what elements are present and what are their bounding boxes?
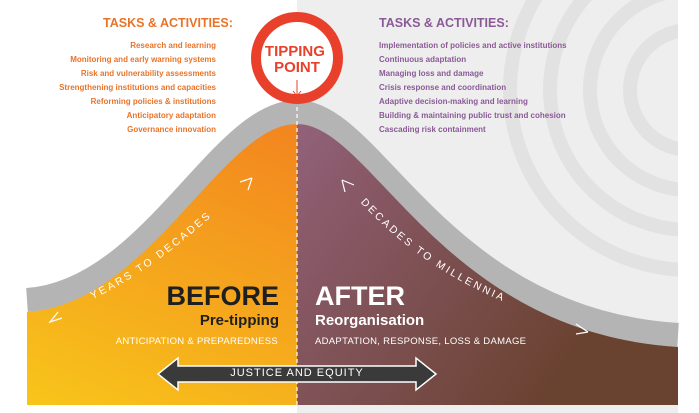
list-item: Implementation of policies and active in…: [379, 41, 567, 50]
list-item: Continuous adaptation: [379, 55, 467, 64]
list-item: Anticipatory adaptation: [126, 111, 216, 120]
curve-outline: [25, 99, 679, 347]
list-item: Strengthening institutions and capacitie…: [59, 83, 216, 92]
right-task-list: Implementation of policies and active in…: [379, 39, 567, 137]
down-arrow-icon: [292, 80, 302, 97]
tipping-point-label: TIPPING: [265, 43, 325, 60]
list-item: Reforming policies & institutions: [90, 97, 216, 106]
after-caption: ADAPTATION, RESPONSE, LOSS & DAMAGE: [315, 336, 527, 347]
before-area: [27, 124, 297, 405]
tipping-point-ring: [251, 12, 343, 104]
before-caption: ANTICIPATION & PREPAREDNESS: [115, 336, 278, 347]
left-arrow-icon: [48, 177, 253, 324]
right-arrow-icon: [341, 179, 589, 335]
justice-equity-label: JUSTICE AND EQUITY: [230, 367, 364, 379]
tipping-point-label: POINT: [274, 59, 320, 76]
after-title: AFTER: [315, 281, 405, 311]
list-item: Research and learning: [130, 41, 216, 50]
list-item: Crisis response and coordination: [379, 83, 507, 92]
justice-equity-arrow: [156, 356, 438, 392]
list-item: Adaptive decision-making and learning: [379, 97, 528, 106]
before-subtitle: Pre-tipping: [199, 312, 279, 329]
list-item: Governance innovation: [127, 125, 216, 134]
left-task-list: Research and learning Monitoring and ear…: [59, 39, 216, 137]
svg-text:TIPPING POINT: TIPPING POINT: [265, 43, 329, 76]
list-item: Cascading risk containment: [379, 125, 486, 134]
after-area: [297, 124, 678, 405]
before-title: BEFORE: [166, 281, 279, 311]
list-item: Risk and vulnerability assessments: [80, 69, 216, 78]
list-item: Monitoring and early warning systems: [70, 55, 216, 64]
left-heading: TASKS & ACTIVITIES:: [103, 16, 233, 30]
after-subtitle: Reorganisation: [315, 312, 425, 329]
list-item: Managing loss and damage: [379, 69, 484, 78]
right-heading: TASKS & ACTIVITIES:: [379, 16, 509, 30]
list-item: Building & maintaining public trust and …: [379, 111, 566, 120]
